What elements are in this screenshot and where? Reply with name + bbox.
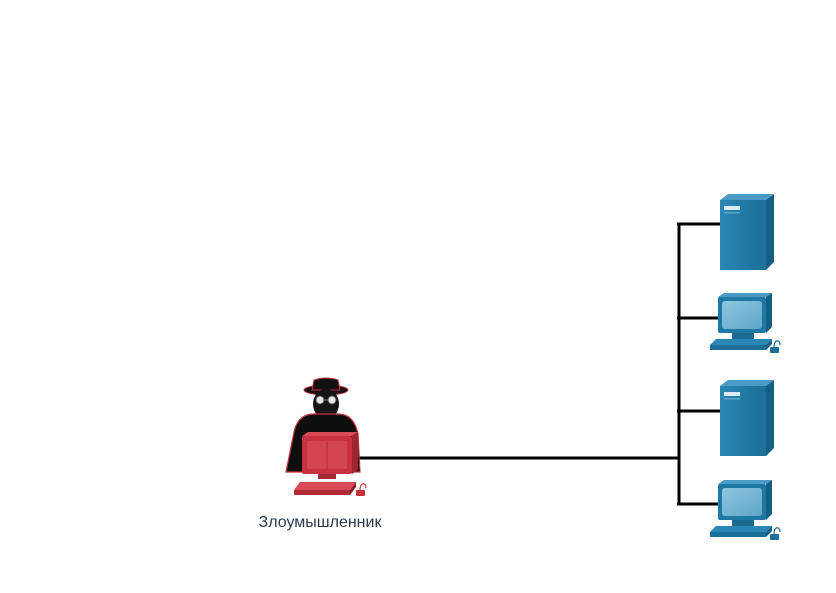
server-icon[interactable] [720,194,774,270]
pc-icon[interactable] [710,480,781,540]
server-icon[interactable] [720,380,774,456]
attacker-label: Злоумышленник [258,514,382,531]
network-links [352,222,722,506]
pc-icon[interactable] [710,293,781,353]
hacker-icon[interactable] [285,377,367,496]
